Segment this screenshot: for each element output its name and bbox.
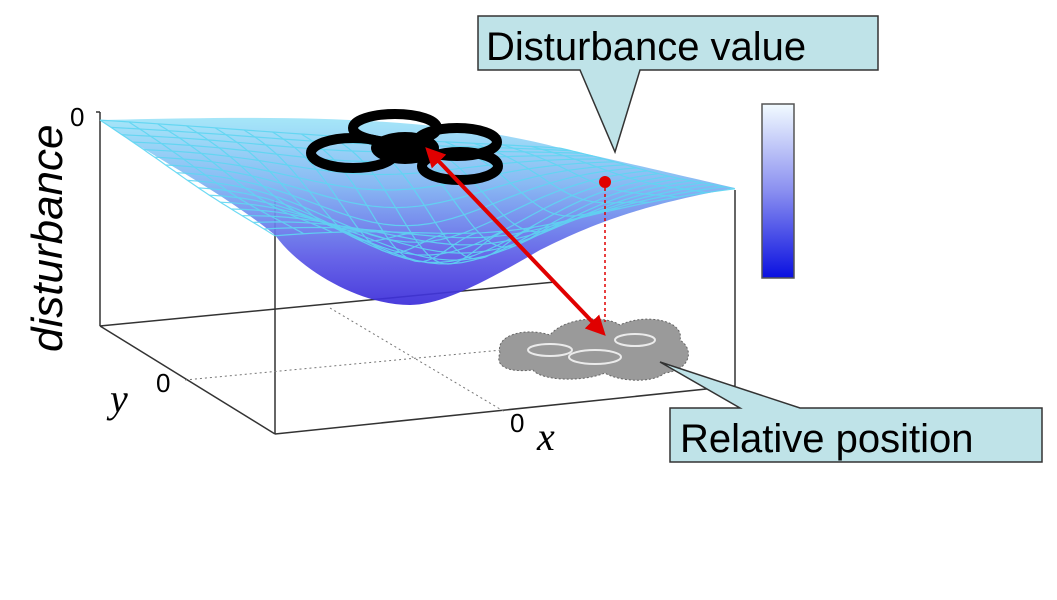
relative-position-arrow (425, 147, 606, 336)
x-axis-label: x (536, 414, 555, 459)
z-axis-label: disturbance (23, 125, 72, 352)
quadcopter-shadow-icon (498, 318, 689, 381)
disturbance-point (599, 176, 611, 188)
y-tick-zero: 0 (156, 368, 170, 398)
floor-gridlines (184, 307, 651, 413)
callout-relative-position: Relative position (659, 361, 1043, 463)
y-axis-label: y (106, 376, 128, 421)
z-tick-zero: 0 (70, 102, 84, 132)
callout-disturbance-value: Disturbance value (477, 15, 879, 155)
colorbar (761, 103, 795, 279)
x-tick-zero: 0 (510, 408, 524, 438)
axes-box (96, 111, 736, 435)
callout-relative-position-text: Relative position (680, 417, 974, 461)
callout-disturbance-value-text: Disturbance value (486, 25, 806, 69)
